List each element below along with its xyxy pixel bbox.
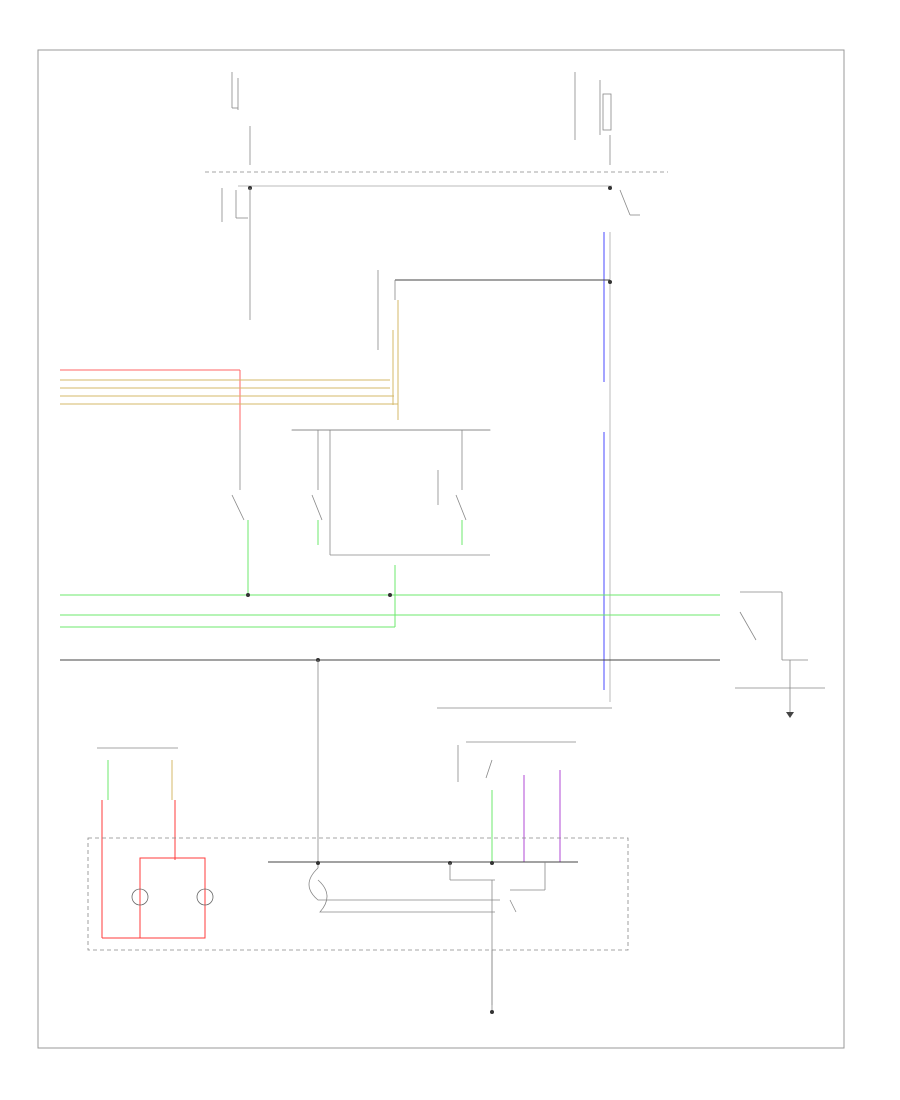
- fuse-block-right: [574, 72, 612, 165]
- relay-top-right: [619, 189, 640, 216]
- fuse-block-left: [231, 72, 251, 165]
- control-module-internals: [268, 861, 578, 1005]
- switch-left: [231, 430, 249, 595]
- gauge-block: [97, 747, 214, 939]
- relay-center: [377, 270, 396, 350]
- green-bus-bundle: [60, 565, 720, 628]
- ground-bottom: [490, 950, 494, 1014]
- control-module-box: [87, 837, 629, 951]
- lower-connector: [457, 741, 576, 862]
- left-connector-bundle: [60, 369, 398, 430]
- diagram-border: [37, 49, 845, 1049]
- switch-upper-right: [735, 591, 825, 718]
- switch-center: [311, 430, 323, 545]
- switch-right: [437, 430, 467, 545]
- relay-top-left: [221, 188, 251, 320]
